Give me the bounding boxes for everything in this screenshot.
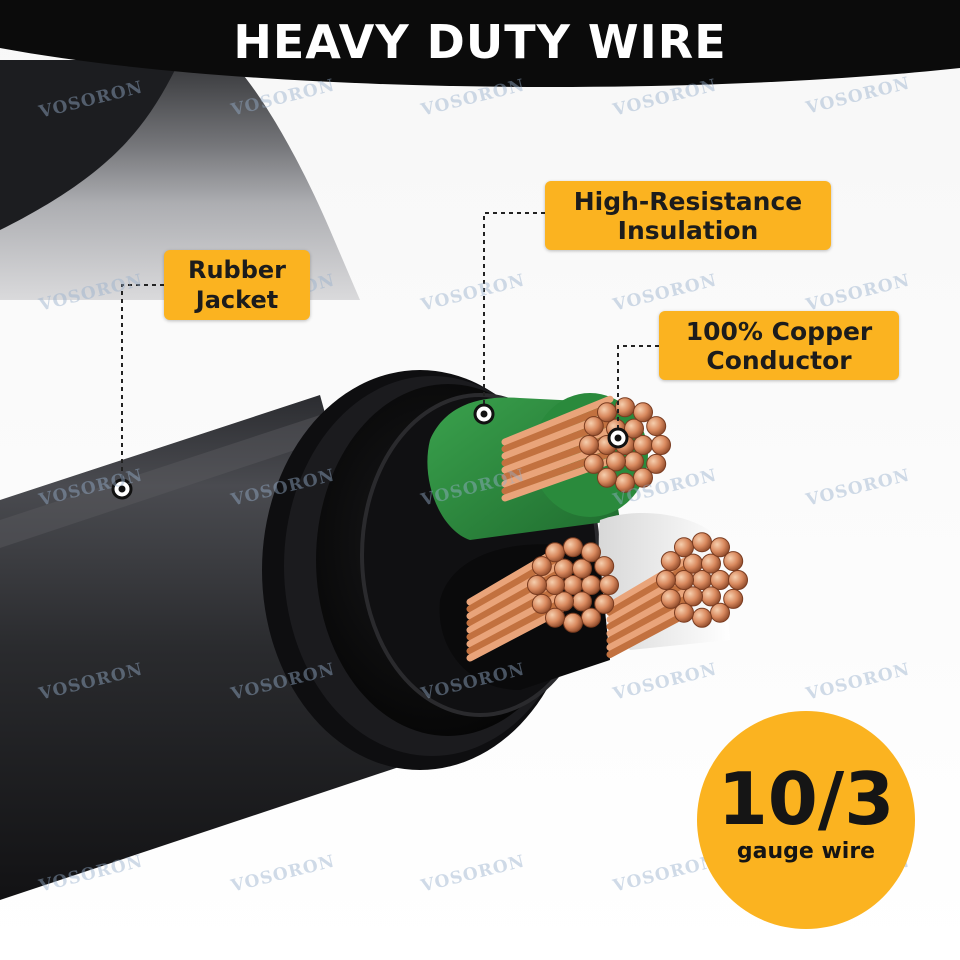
copper-wire-end [594, 556, 615, 577]
copper-wire-end [651, 435, 671, 455]
copper-wire-end [554, 591, 574, 612]
callout-line: Rubber [187, 256, 287, 284]
copper-wire-end [723, 588, 744, 609]
leader-lines [121, 212, 659, 488]
copper-wire-end [656, 570, 676, 590]
copper-wire-end [583, 453, 604, 474]
header-banner [0, 0, 960, 87]
copper-wire-end [545, 575, 565, 595]
copper-wire-end [710, 602, 730, 623]
copper-wire-end [633, 435, 653, 455]
copper-bundle-upper [579, 397, 671, 493]
copper-strand [501, 395, 614, 446]
copper-wire-end [563, 537, 583, 558]
copper-wire-end [624, 418, 644, 439]
copper-wire-end [545, 542, 565, 563]
copper-wire-end [674, 602, 694, 623]
copper-bundle-lower-left [527, 537, 619, 633]
copper-wire-end [606, 451, 626, 472]
copper-wire-end [660, 551, 681, 572]
copper-wire-end [615, 397, 635, 418]
copper-wire-end [563, 575, 583, 595]
copper-wire-end [545, 607, 565, 628]
banner-title: HEAVY DUTY WIRE [233, 15, 727, 69]
copper-wire-end [674, 537, 694, 558]
copper-wire-end [646, 416, 667, 437]
copper-wire-end [660, 588, 681, 609]
copper-wire-end [583, 416, 604, 437]
gauge-number: 10/3 [717, 757, 895, 841]
copper-wire-end [633, 402, 653, 423]
copper-wire-end [692, 532, 712, 553]
copper-wire-end [572, 558, 592, 579]
copper-wire-end [581, 607, 601, 628]
copper-conductor-callout: 100% Copper Conductor [659, 311, 899, 380]
copper-strand [606, 577, 694, 630]
copper-wire-end [597, 402, 617, 423]
copper-wire-end [581, 575, 601, 595]
copper-wire-end [527, 575, 547, 595]
copper-wire-end [728, 570, 748, 590]
marker-dots [111, 403, 629, 500]
copper-strand [501, 403, 614, 453]
callout-line: Conductor [706, 346, 852, 375]
callout-line: 100% Copper [685, 317, 873, 346]
copper-wire-end [692, 570, 712, 590]
copper-wire-end [531, 556, 552, 577]
copper-wire-end [581, 542, 601, 563]
copper-bundle-lower-right [656, 532, 748, 628]
gauge-caption: gauge wire [736, 839, 876, 864]
copper-wire-end [674, 570, 694, 590]
copper-wire-end [599, 575, 619, 595]
copper-wire-end [692, 607, 712, 628]
copper-wire-end [563, 612, 583, 633]
callout-line: Insulation [617, 216, 759, 245]
copper-wire-end [683, 586, 703, 607]
copper-wire-end [531, 593, 552, 614]
copper-wire-end [594, 593, 615, 614]
callout-line: Jacket [195, 286, 279, 314]
copper-wire-end [579, 435, 599, 455]
copper-wire-end [710, 570, 730, 590]
gauge-badge: 10/3 gauge wire [697, 711, 915, 929]
copper-wire-end [710, 537, 730, 558]
insulation-callout: High-Resistance Insulation [545, 181, 831, 250]
copper-wire-end [597, 467, 617, 488]
copper-strand [466, 607, 564, 662]
callout-line: High-Resistance [573, 187, 803, 216]
copper-wire-end [701, 553, 721, 574]
copper-wire-end [723, 551, 744, 572]
copper-wire-end [646, 453, 667, 474]
rubber-jacket-callout: Rubber Jacket [164, 250, 310, 320]
